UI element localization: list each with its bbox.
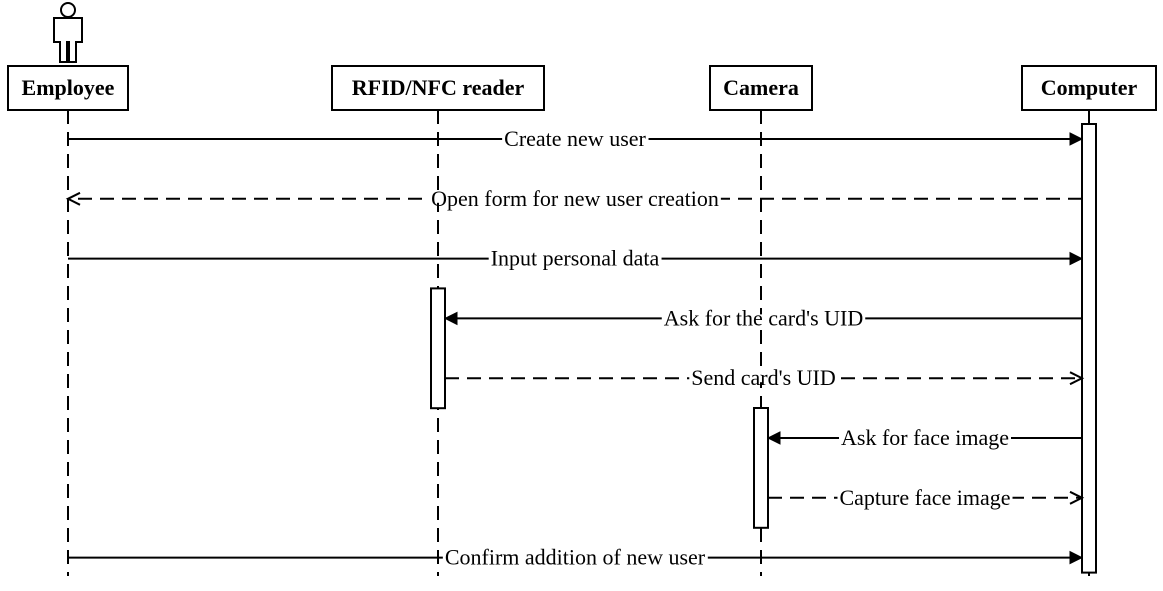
activations-layer xyxy=(430,123,1097,574)
participant-label: Camera xyxy=(723,75,799,100)
participant-computer: Computer xyxy=(1021,65,1157,111)
message-0: Create new user xyxy=(68,126,1084,151)
message-label: Input personal data xyxy=(491,246,660,271)
message-label-background xyxy=(502,135,649,143)
message-label-background xyxy=(837,493,1013,502)
message-6: Capture face image xyxy=(768,485,1085,510)
message-label-background xyxy=(661,314,866,323)
activation-computer xyxy=(1081,123,1097,574)
participant-box xyxy=(1021,65,1157,111)
message-label: Open form for new user creation xyxy=(431,186,719,211)
message-2: Input personal data xyxy=(68,246,1084,271)
message-label: Send card's UID xyxy=(691,365,835,390)
participant-label: Employee xyxy=(22,75,115,100)
participants-layer: Employee RFID/NFC reader Camera Computer xyxy=(7,2,1157,111)
participant-camera: Camera xyxy=(709,65,813,111)
activation-camera xyxy=(753,407,769,529)
message-label-background xyxy=(839,434,1011,442)
participant-reader: RFID/NFC reader xyxy=(331,65,545,111)
message-label: Create new user xyxy=(504,126,646,151)
message-label-background xyxy=(429,194,721,203)
message-4: Send card's UID xyxy=(445,365,1085,390)
participant-box xyxy=(331,65,545,111)
filled-arrowhead xyxy=(1069,550,1084,565)
message-7: Confirm addition of new user xyxy=(68,545,1084,570)
participant-label: RFID/NFC reader xyxy=(352,75,525,100)
message-label: Ask for face image xyxy=(841,425,1009,450)
message-3: Ask for the card's UID xyxy=(443,305,1082,330)
open-arrowhead xyxy=(1069,371,1085,386)
filled-arrowhead xyxy=(1069,251,1084,266)
filled-arrowhead xyxy=(1069,132,1084,146)
participant-box xyxy=(7,65,129,111)
participant-box xyxy=(709,65,813,111)
message-label-background xyxy=(689,374,838,383)
message-1: Open form for new user creation xyxy=(65,186,1082,211)
open-arrowhead xyxy=(65,191,81,206)
message-5: Ask for face image xyxy=(766,425,1082,450)
filled-arrowhead xyxy=(443,311,458,326)
activation-reader xyxy=(430,287,446,410)
message-label: Ask for the card's UID xyxy=(664,305,863,330)
open-arrowhead xyxy=(1069,490,1085,505)
participant-label: Computer xyxy=(1041,75,1138,100)
actor-icon xyxy=(53,2,83,63)
message-label-background xyxy=(488,254,662,263)
message-label: Confirm addition of new user xyxy=(445,545,706,570)
message-label-background xyxy=(442,553,708,562)
filled-arrowhead xyxy=(766,431,781,445)
participant-employee: Employee xyxy=(7,65,129,111)
message-label: Capture face image xyxy=(839,485,1010,510)
